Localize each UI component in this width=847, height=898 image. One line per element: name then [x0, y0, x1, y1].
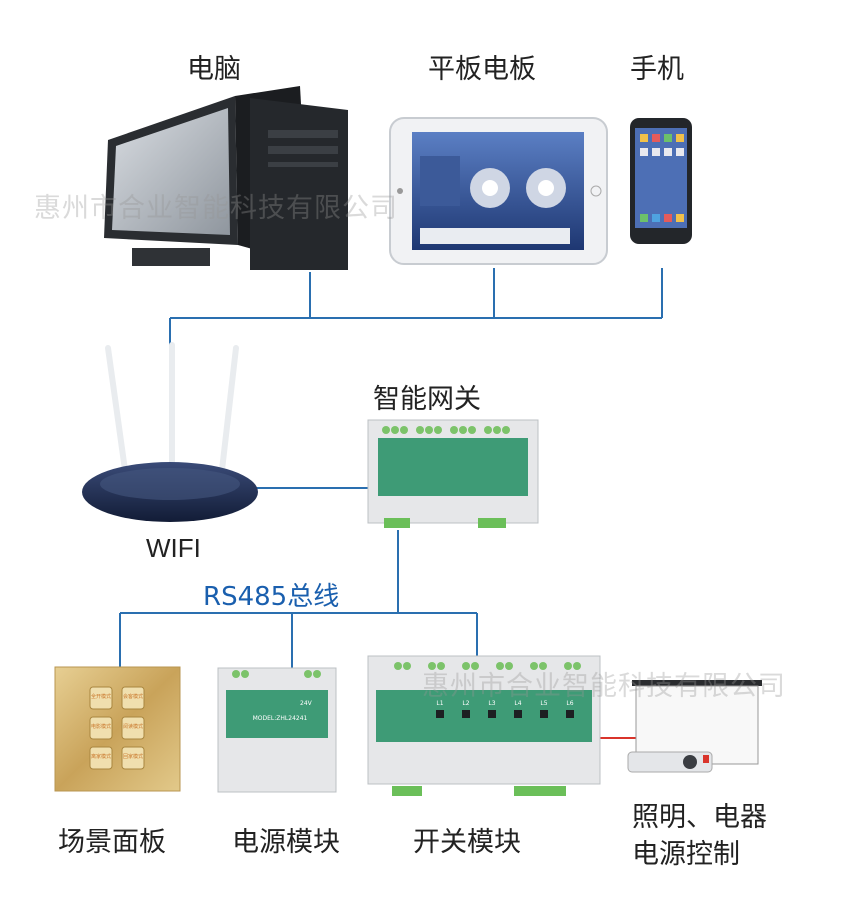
power-model-text: MODEL:ZHL24241 — [253, 715, 308, 722]
channel-l3: L3 — [488, 700, 495, 707]
label-gateway: 智能网关 — [373, 384, 481, 415]
computer-icon — [104, 86, 348, 270]
label-wifi: WIFI — [146, 533, 201, 563]
projector-screen-icon — [627, 680, 762, 773]
label-rs485-bus: RS485总线 — [203, 582, 340, 612]
label-phone: 手机 — [630, 54, 684, 85]
panel-btn-5: 离家模式 — [91, 753, 111, 760]
watermark-top: 惠州市合业智能科技有限公司 — [34, 193, 398, 224]
channel-l6: L6 — [566, 700, 573, 707]
wifi-router-icon — [82, 342, 258, 522]
power-voltage-text: 24V — [300, 700, 313, 707]
panel-btn-2: 会客模式 — [123, 693, 143, 700]
panel-btn-4: 阅读模式 — [123, 723, 143, 730]
label-tablet: 平板电板 — [428, 54, 536, 85]
channel-l4: L4 — [514, 700, 521, 707]
label-lighting-line2: 电源控制 — [632, 839, 740, 870]
network-lines — [119, 268, 663, 668]
channel-l1: L1 — [436, 700, 443, 707]
power-module-device: MODEL:ZHL24241 24V — [217, 667, 337, 793]
panel-btn-1: 全开模式 — [91, 693, 111, 700]
label-power-module: 电源模块 — [232, 827, 340, 858]
tablet-icon — [389, 117, 608, 265]
scene-panel-device: 全开模式 会客模式 电影模式 阅读模式 离家模式 回家模式 — [54, 666, 181, 792]
watermark-bottom: 惠州市合业智能科技有限公司 — [422, 671, 786, 702]
label-switch-module: 开关模块 — [413, 827, 521, 858]
label-computer: 电脑 — [187, 54, 241, 85]
switch-module-device: L1 L2 L3 L4 L5 L6 — [367, 655, 601, 796]
channel-l5: L5 — [540, 700, 547, 707]
phone-icon — [630, 118, 692, 244]
panel-btn-6: 回家模式 — [123, 753, 143, 760]
panel-btn-3: 电影模式 — [91, 723, 111, 730]
label-scene-panel: 场景面板 — [58, 827, 166, 858]
rs485-bus-line — [119, 530, 478, 668]
device-link-line — [169, 268, 663, 345]
smart-gateway-device — [367, 419, 539, 528]
channel-l2: L2 — [462, 700, 469, 707]
label-lighting-line1: 照明、电器 — [632, 802, 767, 833]
